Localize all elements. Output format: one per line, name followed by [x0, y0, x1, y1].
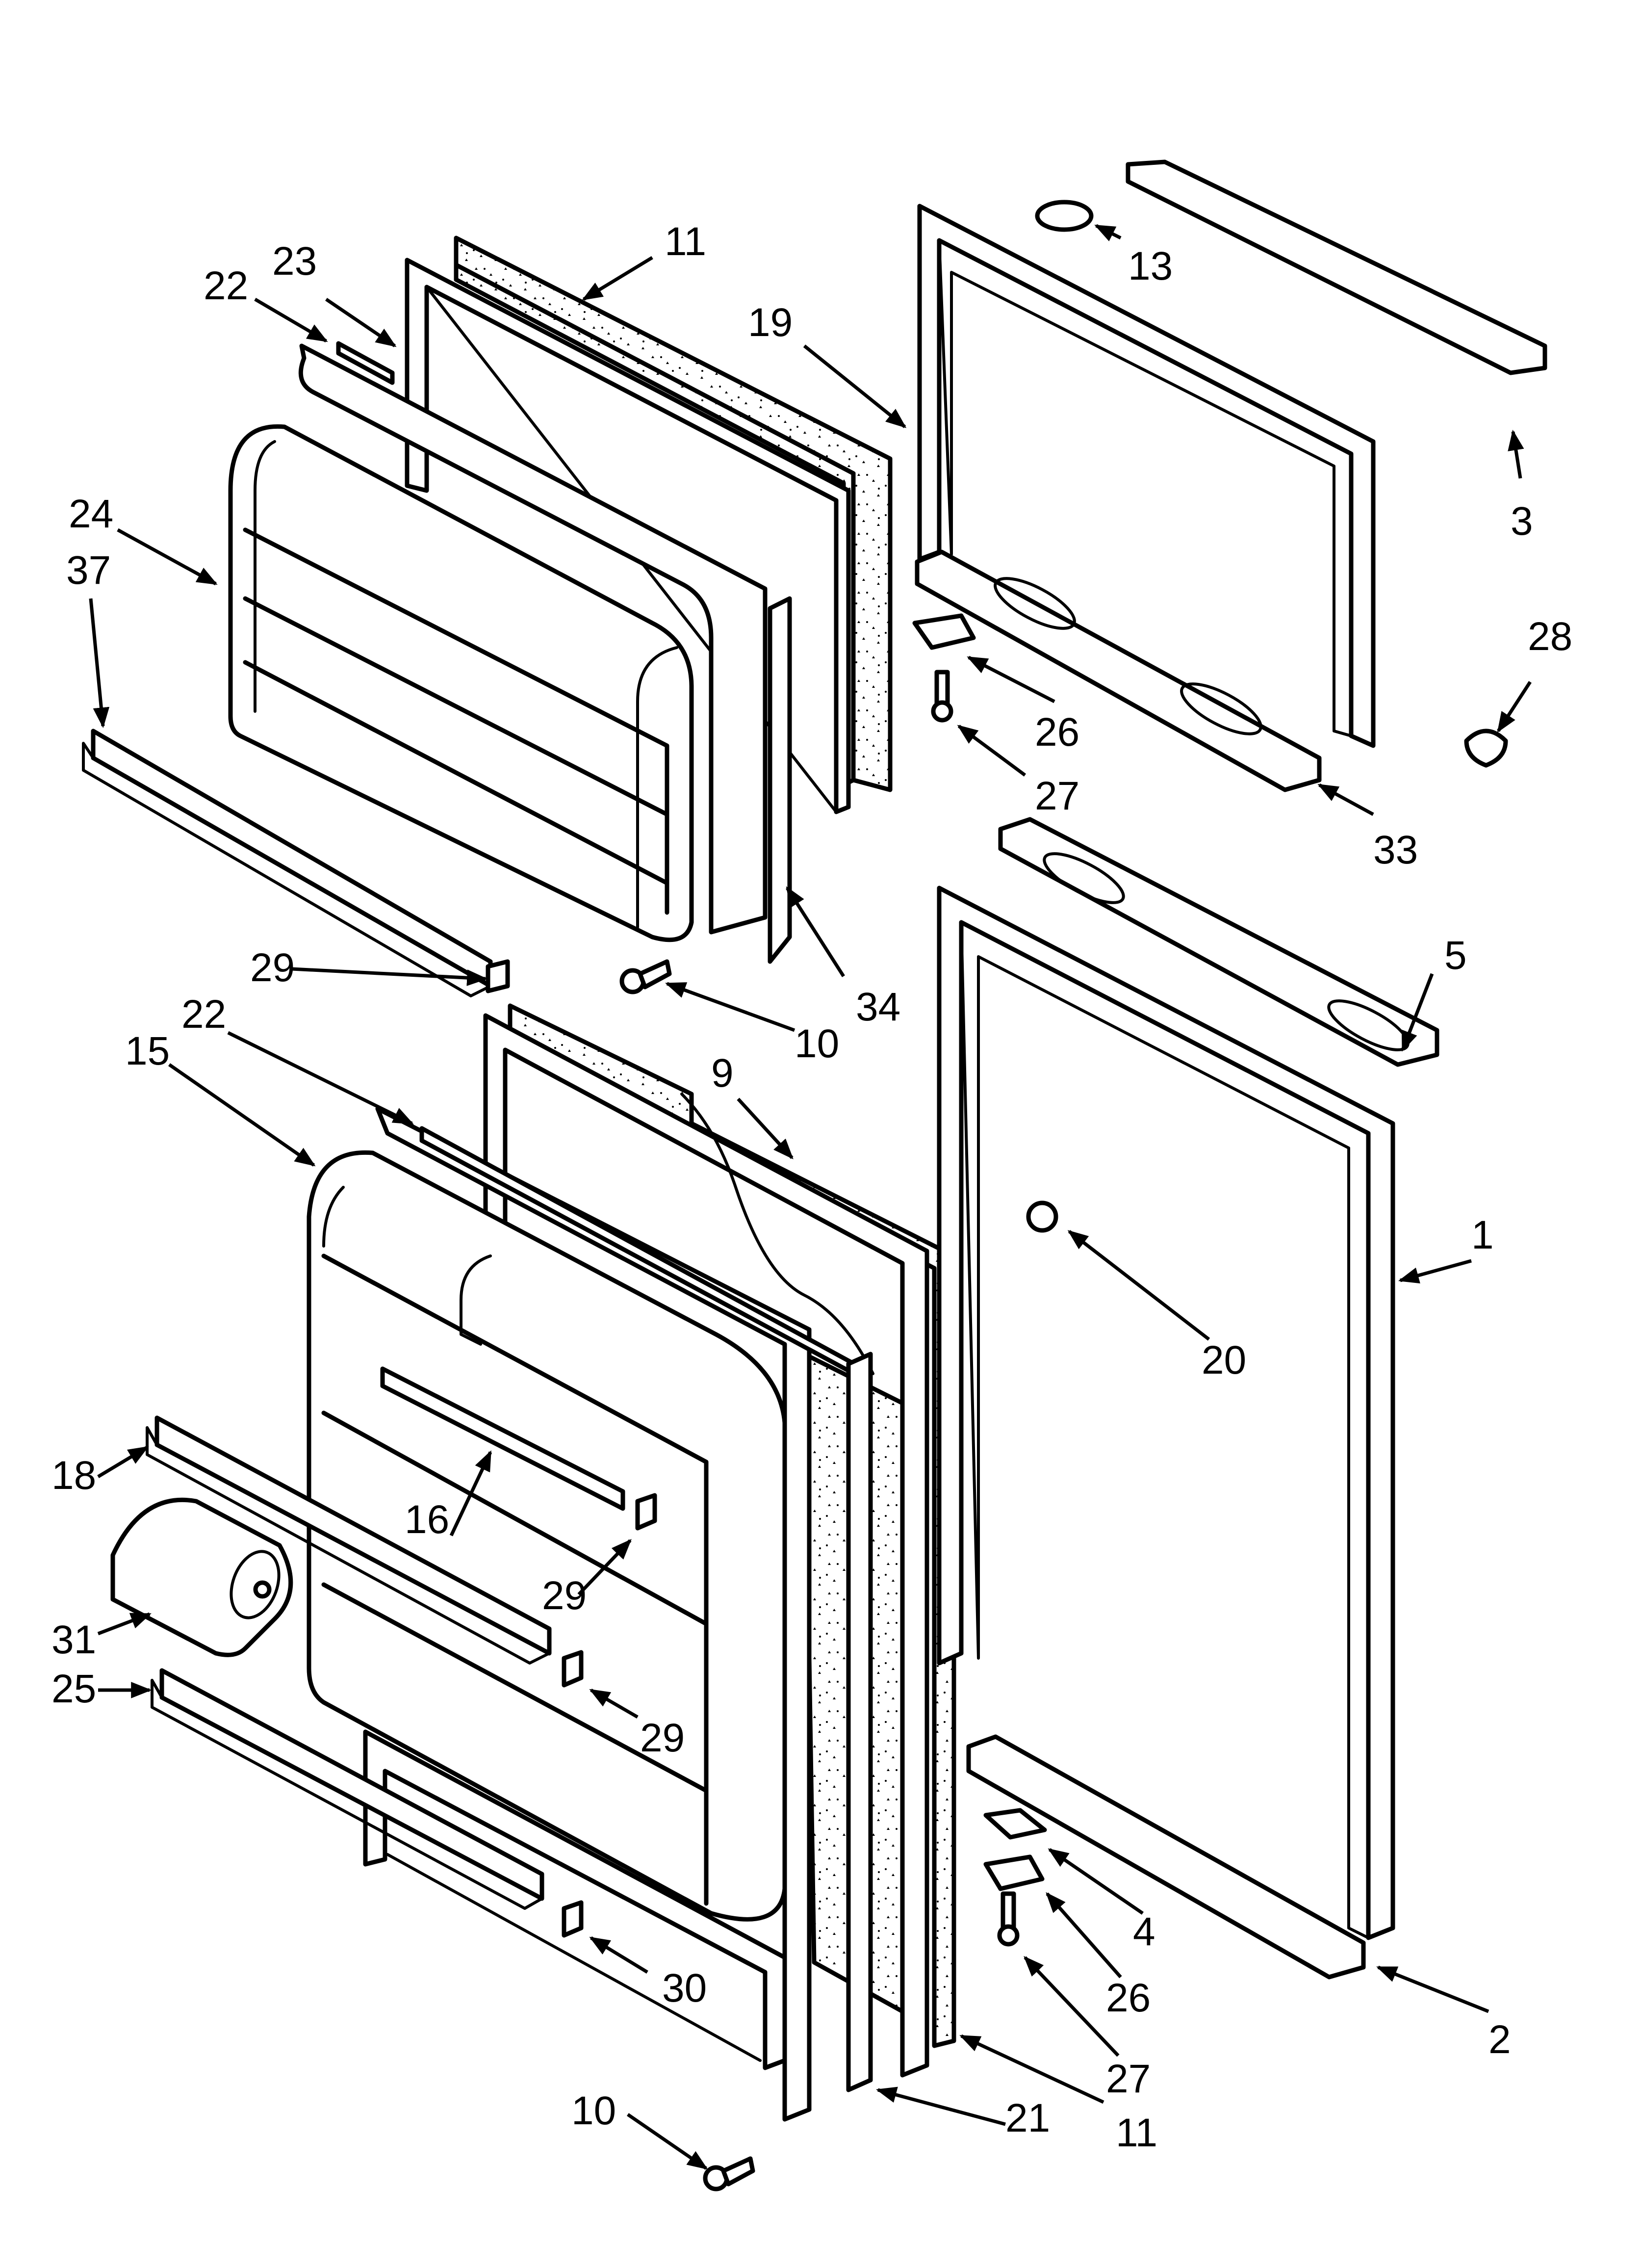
callout-20: 20 — [1202, 1338, 1246, 1382]
part-16-shelf-retainer — [380, 1366, 625, 1511]
callout-29-mid: 29 — [542, 1573, 587, 1618]
part-13-plug — [1035, 200, 1094, 232]
callout-26-top: 26 — [1035, 710, 1079, 755]
callout-16: 16 — [405, 1497, 449, 1542]
callout-9: 9 — [711, 1051, 734, 1095]
callout-19: 19 — [748, 300, 793, 345]
callout-2: 2 — [1488, 2017, 1511, 2062]
callout-13: 13 — [1128, 244, 1173, 288]
part-26-hinge-bottom — [983, 1854, 1045, 1891]
callout-22-bottom: 22 — [181, 992, 226, 1037]
callout-27-bottom: 27 — [1106, 2057, 1151, 2101]
callout-30: 30 — [662, 1966, 707, 2010]
part-22-retainer-strip-top — [336, 341, 395, 385]
callout-25: 25 — [51, 1667, 96, 1711]
part-20-plug — [1026, 1200, 1058, 1233]
freezer-outer-door — [912, 159, 1547, 792]
part-5-door-top-cap — [998, 817, 1439, 1067]
callout-11-top: 11 — [665, 219, 706, 264]
callout-27-top: 27 — [1035, 774, 1079, 818]
callout-37: 37 — [66, 548, 111, 593]
callout-11-bottom: 11 — [1116, 2111, 1157, 2155]
callout-3: 3 — [1511, 499, 1533, 544]
part-2-door-bottom-cap — [966, 1734, 1366, 1980]
callout-18: 18 — [51, 1453, 96, 1498]
part-27-screw-bottom — [997, 1891, 1020, 1947]
callout-29-top: 29 — [250, 945, 295, 990]
part-29-shelf-end-b — [562, 1650, 584, 1688]
callout-21: 21 — [1005, 2096, 1050, 2140]
part-26-hinge-top — [912, 613, 976, 650]
part-21-fresh-food-trim — [846, 1352, 873, 2092]
fresh-food-door-assembly — [110, 1003, 956, 2191]
part-10-screw-top — [619, 959, 672, 994]
part-24-freezer-door-liner — [298, 343, 768, 935]
part-3-door-top-cap — [1126, 159, 1547, 375]
callout-1: 1 — [1471, 1213, 1494, 1257]
freezer-door-assembly — [82, 235, 893, 997]
part-10-screw-bottom — [703, 2156, 755, 2191]
callout-34: 34 — [856, 985, 900, 1029]
callout-28: 28 — [1528, 614, 1572, 659]
callout-22-top: 22 — [204, 263, 248, 308]
callout-10-bottom: 10 — [571, 2088, 616, 2133]
callout-26-bottom: 26 — [1106, 1976, 1151, 2020]
part-15-fresh-food-liner — [375, 1106, 812, 2122]
callout-23: 23 — [272, 239, 317, 284]
part-29-shelf-end-freezer — [486, 959, 510, 993]
part-33-freezer-bottom-cap — [915, 549, 1322, 792]
callout-5: 5 — [1444, 933, 1467, 978]
part-29-shelf-end-a — [635, 1493, 657, 1531]
callout-24: 24 — [69, 492, 113, 536]
callout-29-low: 29 — [640, 1716, 685, 1760]
callout-labels: 11 13 3 22 23 19 24 37 28 26 27 33 5 34 … — [51, 219, 1572, 2155]
part-24-freezer-liner-body — [228, 424, 694, 942]
part-34-freezer-trim — [768, 596, 792, 964]
part-31-dairy-bin — [110, 1497, 293, 1657]
callout-4: 4 — [1133, 1909, 1155, 1954]
callout-15: 15 — [125, 1029, 170, 1073]
part-30-shelf-end — [562, 1900, 584, 1938]
leader-lines — [89, 224, 1532, 2170]
part-28-hole-plug — [1464, 729, 1508, 768]
part-4-hinge-plate — [983, 1808, 1047, 1840]
fresh-food-outer-door — [937, 817, 1439, 1980]
part-27-screw-top — [931, 670, 953, 723]
callout-10-top: 10 — [795, 1021, 839, 1066]
callout-33: 33 — [1373, 828, 1418, 872]
callout-31: 31 — [51, 1617, 96, 1662]
